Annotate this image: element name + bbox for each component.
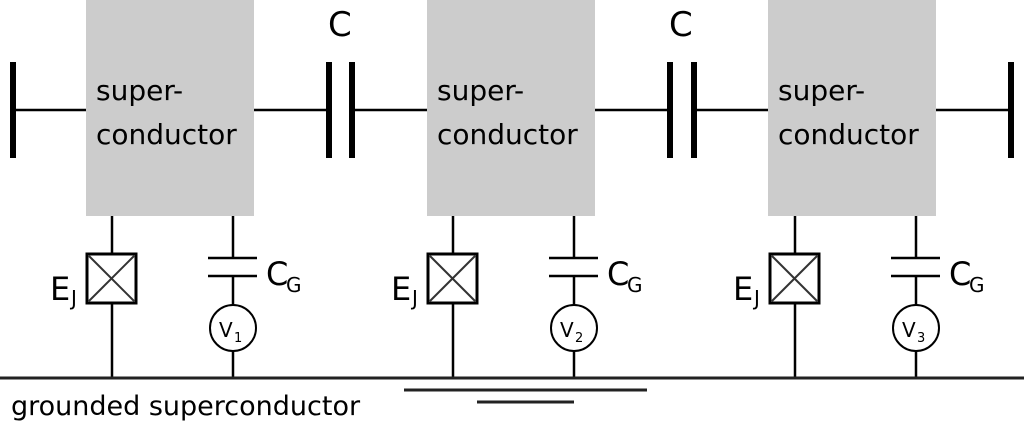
junction-1-subscript: J bbox=[69, 286, 77, 310]
ground-label: grounded superconductor bbox=[11, 391, 361, 422]
junction-2-subscript: J bbox=[410, 286, 418, 310]
island-2-label-line1: super- bbox=[437, 74, 524, 107]
gate-capacitor-1-subscript: G bbox=[286, 273, 302, 297]
island-3-label-line1: super- bbox=[778, 74, 865, 107]
island-1-label-line2: conductor bbox=[96, 118, 237, 151]
voltage-source-2 bbox=[550, 304, 598, 352]
superconductor-island-3 bbox=[768, 0, 936, 216]
superconductor-island-2 bbox=[427, 0, 595, 216]
coupling-capacitor-2-label: C bbox=[669, 5, 693, 45]
gate-capacitor-3-subscript: G bbox=[969, 273, 985, 297]
gate-capacitor-3-label: C bbox=[949, 255, 971, 293]
island-3-branches: E J V 3 C G bbox=[733, 216, 985, 378]
island-1-branches: E J V 1 C G bbox=[50, 216, 302, 378]
junction-3-subscript: J bbox=[752, 286, 760, 310]
coupling-capacitor-1-label: C bbox=[328, 5, 352, 45]
voltage-source-3-subscript: 3 bbox=[917, 331, 925, 346]
island-2-label-line2: conductor bbox=[437, 118, 578, 151]
superconductor-island-1 bbox=[86, 0, 254, 216]
gate-capacitor-1-label: C bbox=[266, 255, 288, 293]
gate-capacitor-2-label: C bbox=[607, 255, 629, 293]
voltage-source-3-label: V bbox=[902, 318, 916, 342]
island-3-label-line2: conductor bbox=[778, 118, 919, 151]
voltage-source-1-subscript: 1 bbox=[234, 331, 242, 346]
voltage-source-2-label: V bbox=[560, 318, 574, 342]
junction-1-label: E bbox=[50, 270, 70, 308]
island-1-label-line1: super- bbox=[96, 74, 183, 107]
junction-3-label: E bbox=[733, 270, 753, 308]
voltage-source-3 bbox=[892, 304, 940, 352]
voltage-source-1-label: V bbox=[219, 318, 233, 342]
voltage-source-1 bbox=[209, 304, 257, 352]
junction-2-label: E bbox=[391, 270, 411, 308]
voltage-source-2-subscript: 2 bbox=[575, 331, 583, 346]
island-2-branches: E J V 2 C G bbox=[391, 216, 643, 378]
gate-capacitor-2-subscript: G bbox=[627, 273, 643, 297]
